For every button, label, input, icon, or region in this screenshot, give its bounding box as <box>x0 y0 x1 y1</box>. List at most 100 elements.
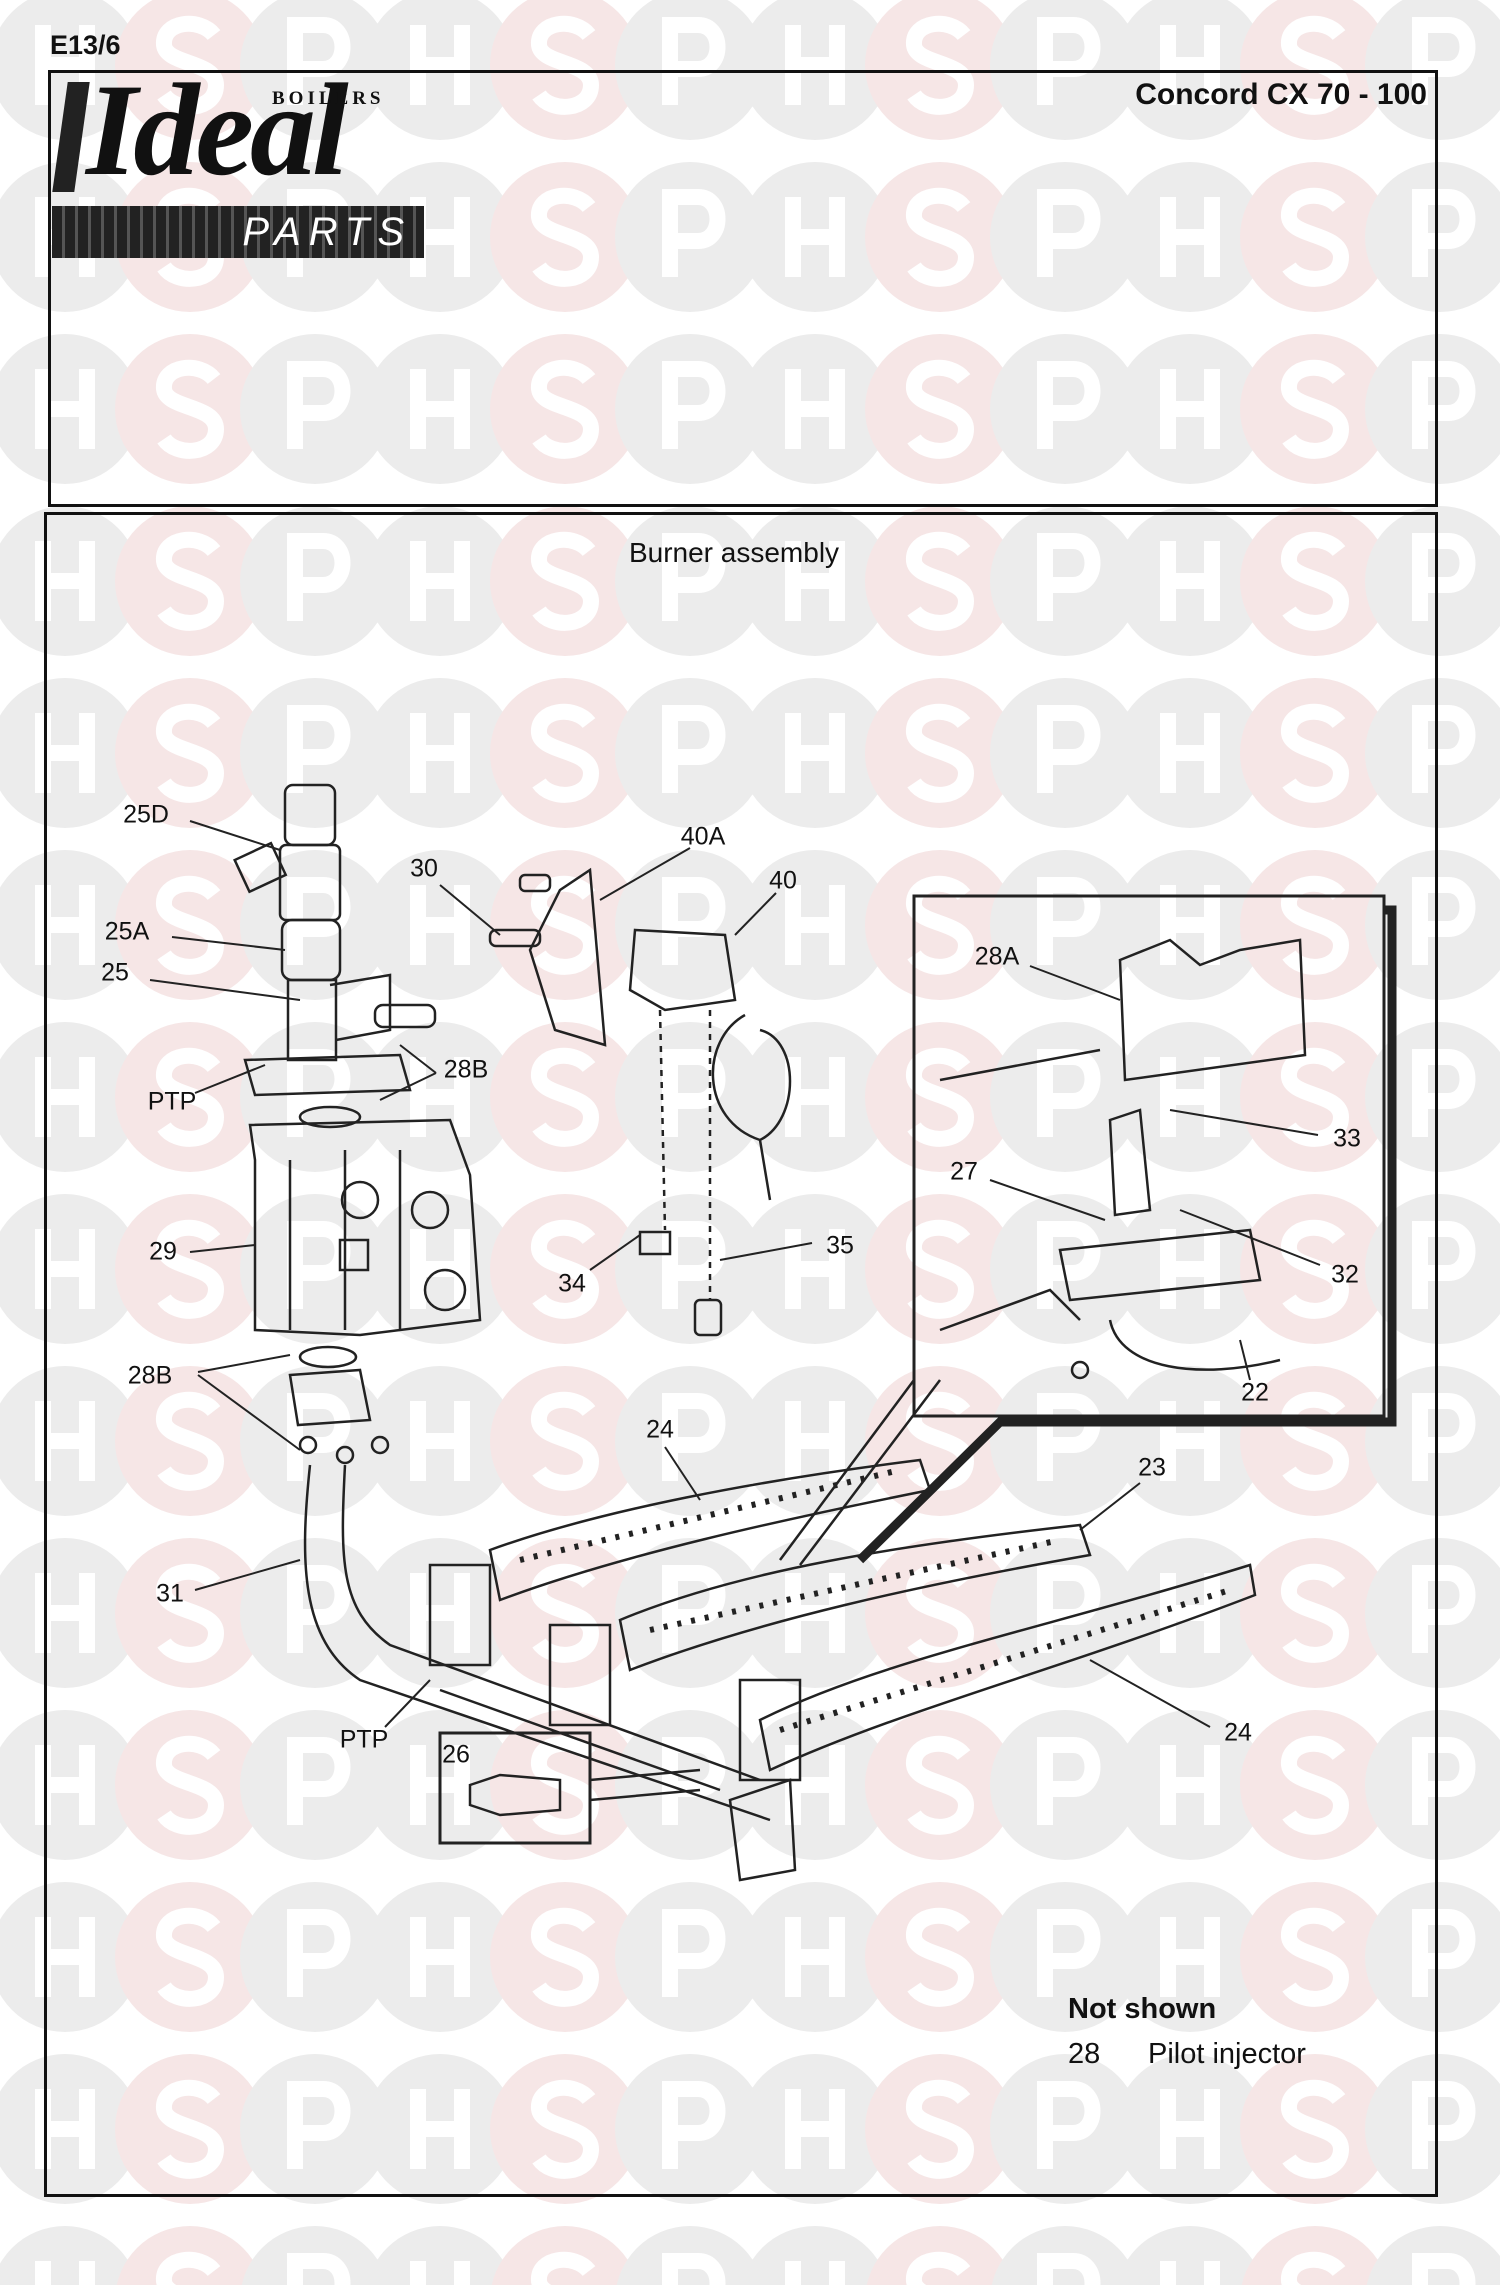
watermark-circle <box>1240 1366 1390 1516</box>
burner-bars <box>428 1458 1257 1882</box>
watermark-circle <box>1365 0 1500 140</box>
watermark-circle <box>115 506 265 656</box>
watermark-circle <box>615 0 765 140</box>
watermark-circle <box>1365 1366 1500 1516</box>
watermark-circle <box>865 1882 1015 2032</box>
watermark-circle <box>740 506 890 656</box>
callout-label: 30 <box>410 854 438 883</box>
watermark-circle <box>1115 0 1265 140</box>
callout-label: 23 <box>1138 1453 1166 1482</box>
watermark-circle <box>490 1366 640 1516</box>
diagram-box <box>44 512 1438 2197</box>
watermark-circle <box>990 1710 1140 1860</box>
callout-label: 28A <box>974 942 1020 971</box>
watermark-circle <box>990 334 1140 484</box>
watermark-circle <box>740 0 890 140</box>
watermark-circle <box>865 1022 1015 1172</box>
watermark-circle <box>365 334 515 484</box>
injector-26-detail <box>438 1731 701 1845</box>
watermark-circle <box>490 1538 640 1688</box>
watermark-circle <box>115 334 265 484</box>
watermark-circle <box>1115 1366 1265 1516</box>
logo-parts-band: PARTS <box>52 206 424 258</box>
watermark-circle <box>0 2226 139 2285</box>
not-shown-item-description: Pilot injector <box>1148 2038 1306 2070</box>
watermark-circle <box>115 1882 265 2032</box>
watermark-circle <box>615 334 765 484</box>
watermark-circle <box>740 678 890 828</box>
watermark-circle <box>990 162 1140 312</box>
watermark-circle <box>240 2054 390 2204</box>
watermark-circle <box>365 0 515 140</box>
watermark-circle <box>615 678 765 828</box>
callout-label: 28B <box>127 1361 173 1390</box>
watermark-circle <box>865 678 1015 828</box>
watermark-circle <box>1365 1194 1500 1344</box>
watermark-circle <box>740 162 890 312</box>
model-title: Concord CX 70 - 100 <box>1135 78 1427 111</box>
watermark-circle <box>740 1022 890 1172</box>
watermark-circle <box>115 1538 265 1688</box>
watermark-circle <box>1365 678 1500 828</box>
pilot-assembly-detail <box>939 938 1307 1380</box>
watermark-circle <box>1365 850 1500 1000</box>
watermark-circle <box>365 2054 515 2204</box>
bracket-30-40 <box>488 867 792 1337</box>
watermark-circle <box>240 1194 390 1344</box>
watermark-circle <box>865 334 1015 484</box>
watermark-circle <box>615 1366 765 1516</box>
watermark-circle <box>115 1366 265 1516</box>
watermark-circle <box>615 2054 765 2204</box>
callout-label: 40 <box>769 866 797 895</box>
watermark-circle <box>115 1022 265 1172</box>
watermark-circle <box>865 1710 1015 1860</box>
watermark-circle <box>740 1194 890 1344</box>
watermark-circle <box>1240 0 1390 140</box>
watermark-circle <box>115 1194 265 1344</box>
watermark-circle <box>490 678 640 828</box>
gas-valve-29 <box>248 1105 482 1337</box>
watermark-circle <box>365 1194 515 1344</box>
watermark-circle <box>240 1882 390 2032</box>
watermark-circle <box>240 506 390 656</box>
watermark-circle <box>990 1022 1140 1172</box>
watermark-circle <box>990 506 1140 656</box>
watermark-circle <box>365 850 515 1000</box>
watermark-circle <box>1240 850 1390 1000</box>
watermark-circle <box>1115 162 1265 312</box>
watermark-circle <box>740 1366 890 1516</box>
watermark-circle <box>0 1194 140 1344</box>
diagram-title: Burner assembly <box>628 537 840 568</box>
logo-boilers: BOILERS <box>272 88 385 109</box>
watermark-circle <box>1365 1882 1500 2032</box>
callout-label: PTP <box>339 1725 389 1754</box>
watermark-circle <box>1241 2226 1389 2285</box>
watermark-circle <box>240 850 390 1000</box>
watermark-circle <box>240 1710 390 1860</box>
watermark-circle <box>1365 1538 1500 1688</box>
watermark-circle <box>865 162 1015 312</box>
callout-label: 35 <box>826 1231 854 1260</box>
watermark-circle <box>1366 2226 1500 2285</box>
watermark-circle <box>366 2226 514 2285</box>
watermark-circle <box>0 850 140 1000</box>
leader-lines <box>149 820 1321 1728</box>
watermark-circle <box>865 1194 1015 1344</box>
watermark-circle <box>1240 334 1390 484</box>
watermark-circle <box>491 2226 639 2285</box>
callout-label: 25 <box>101 958 129 987</box>
watermark-circle <box>1240 162 1390 312</box>
callout-label: 22 <box>1241 1378 1269 1407</box>
watermark-circle <box>1365 334 1500 484</box>
watermark-circle <box>1365 1022 1500 1172</box>
watermark-circle <box>1365 162 1500 312</box>
watermark-circle <box>1240 1710 1390 1860</box>
not-shown-item-number: 28 <box>1068 2038 1101 2070</box>
ideal-logo: Ideal BOILERS PARTS <box>52 64 432 264</box>
callout-label: 32 <box>1331 1260 1359 1289</box>
watermark-circle <box>490 850 640 1000</box>
watermark-circle <box>615 1022 765 1172</box>
watermark-circle <box>1240 1194 1390 1344</box>
callout-label: 24 <box>646 1415 674 1444</box>
